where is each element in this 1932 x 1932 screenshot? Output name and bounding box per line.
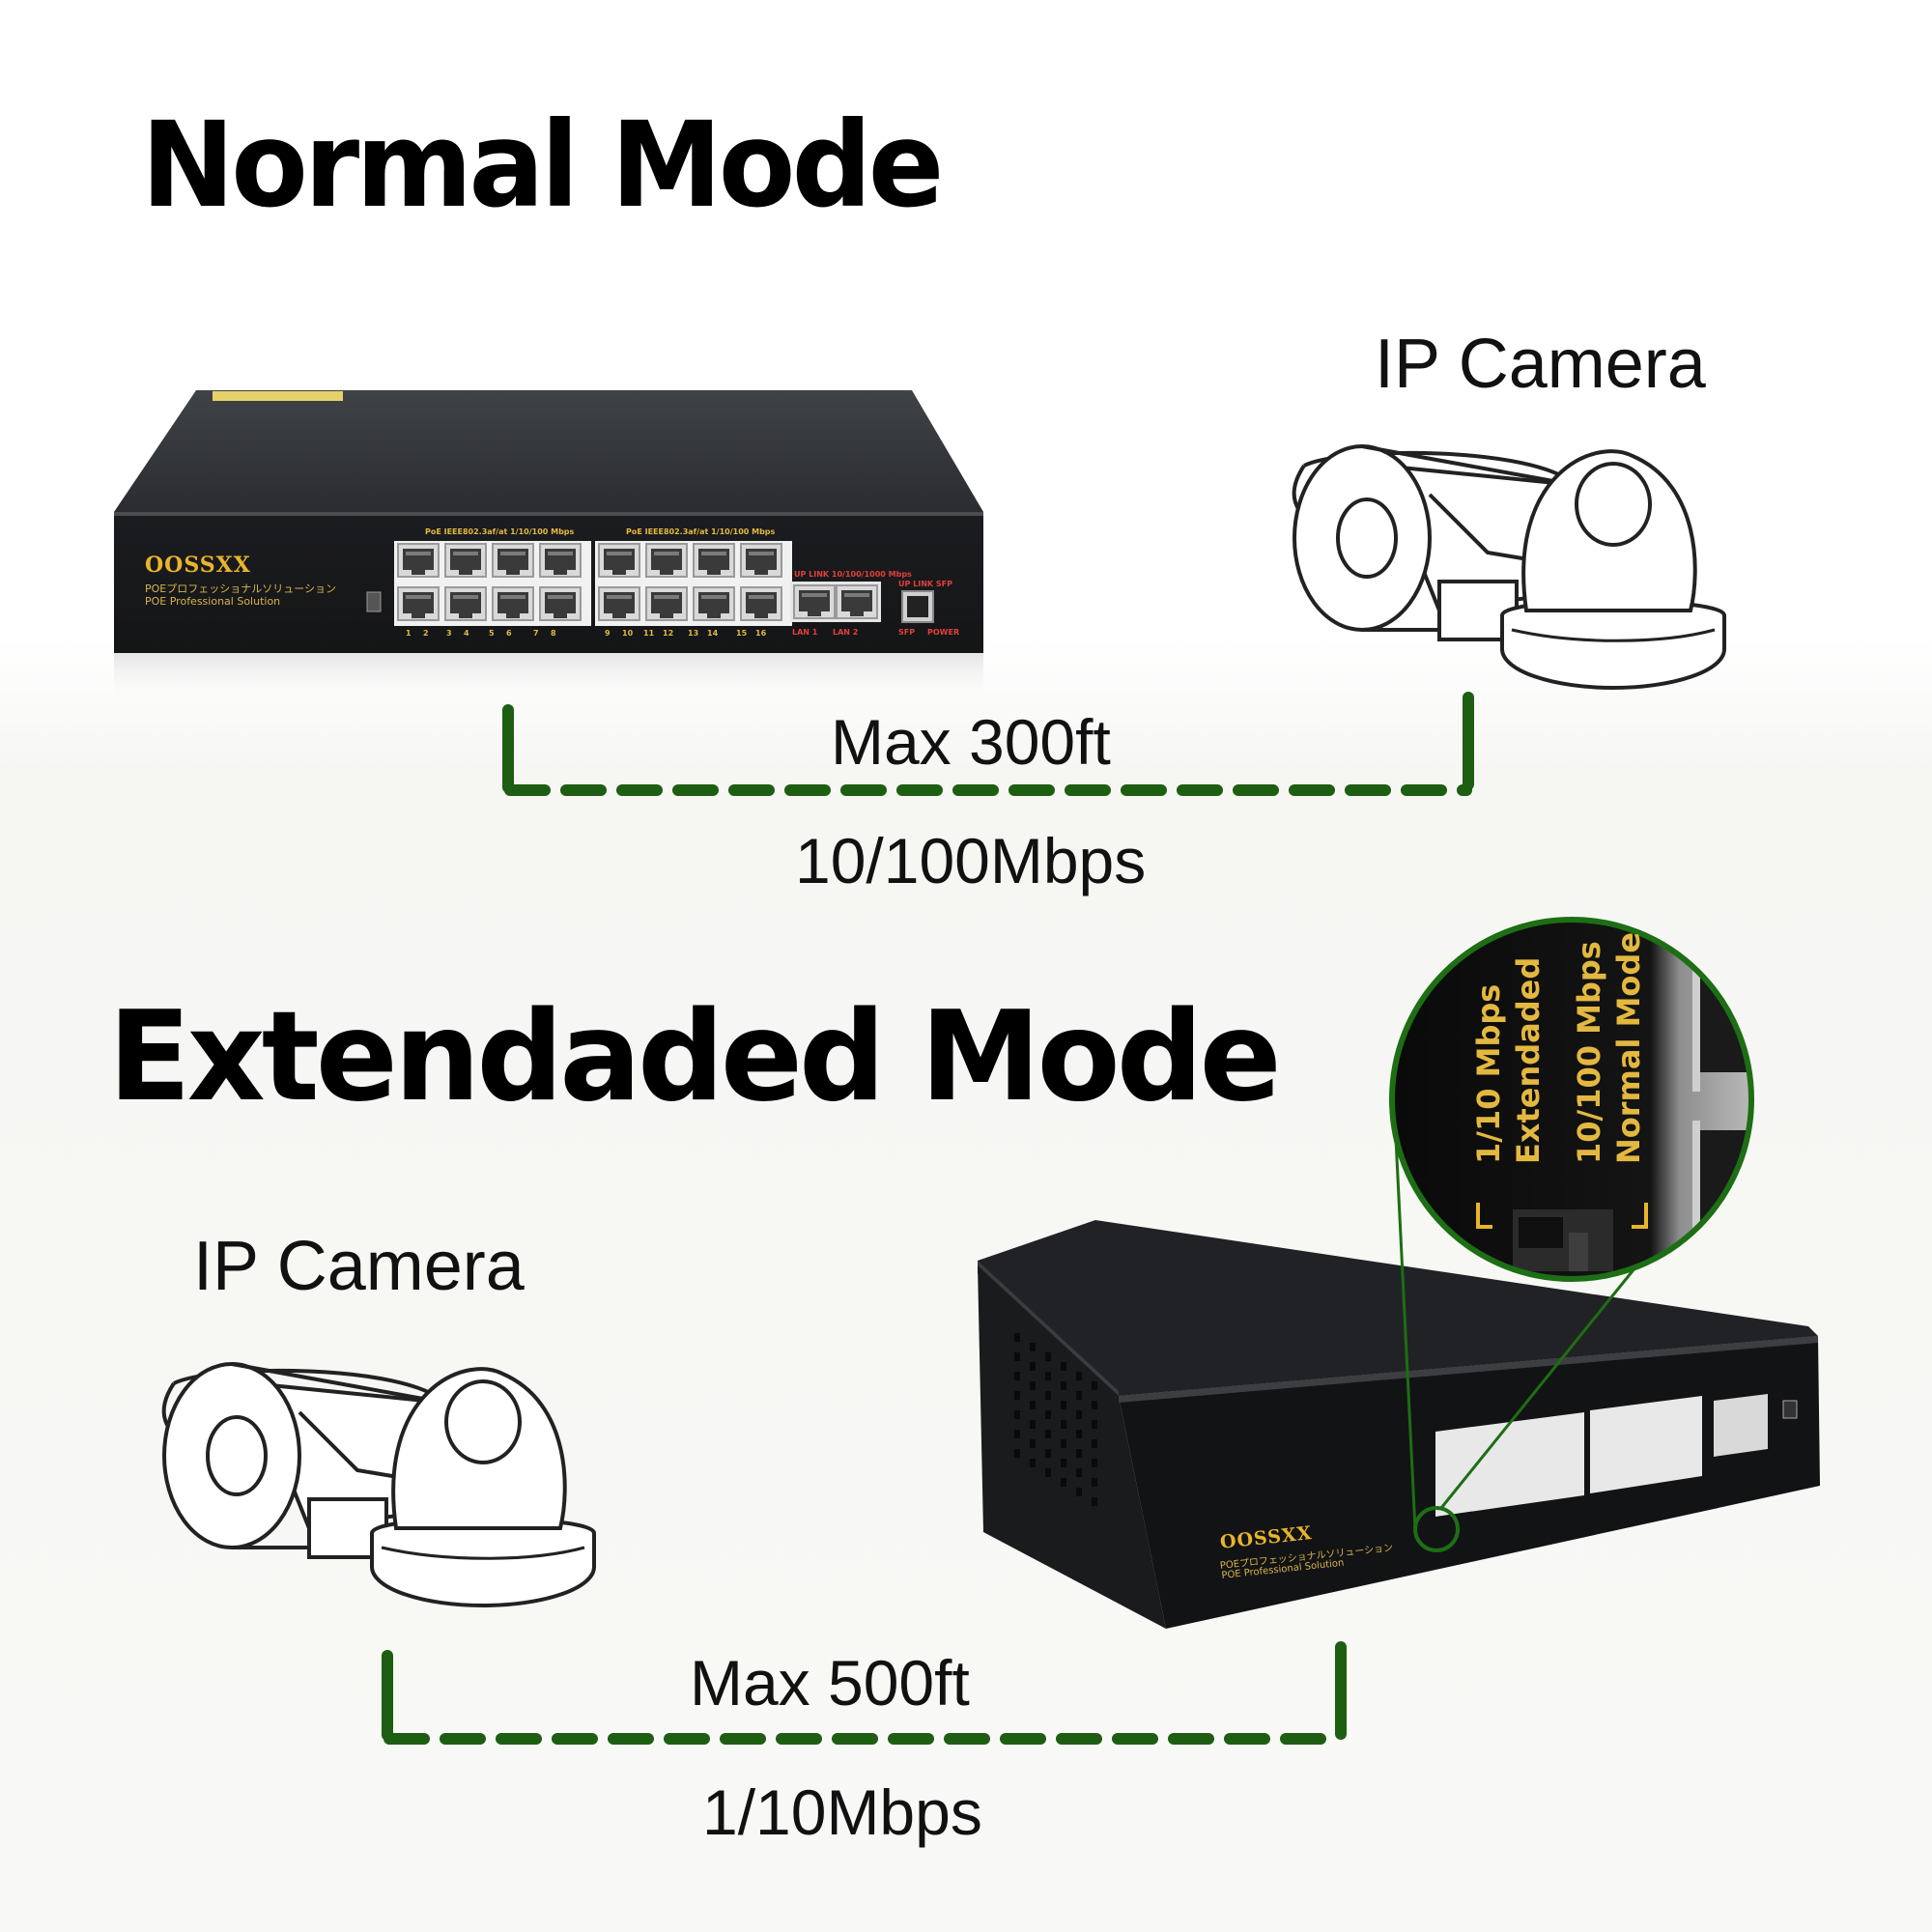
ip-camera-label-normal: IP Camera	[1375, 326, 1706, 403]
poe-ports-group-1	[394, 541, 591, 626]
sfp-port	[901, 590, 934, 623]
port-number: 4	[464, 629, 469, 638]
port-number: 14	[707, 629, 719, 638]
zoom-callout	[1389, 917, 1754, 1282]
cable-extended	[382, 1641, 1347, 1745]
lan-2-label: LAN 2	[833, 628, 859, 637]
port-number: 12	[663, 629, 674, 638]
cable-normal	[502, 692, 1474, 796]
angled-poe-ports	[1435, 1394, 1798, 1517]
power-label: POWER	[927, 628, 960, 637]
switch-subtitle-en: POE Professional Solution	[145, 595, 281, 608]
ip-camera-drawing-2	[161, 1362, 596, 1607]
extended-max-distance: Max 500ft	[690, 1647, 970, 1719]
normal-max-distance: Max 300ft	[831, 706, 1111, 778]
port-number: 7	[533, 629, 539, 638]
poe-switch-angled	[978, 1098, 1820, 1629]
poe-group-1-label: PoE IEEE802.3af/at 1/10/100 Mbps	[425, 527, 575, 536]
sfp-label: SFP	[898, 628, 916, 637]
normal-speed: 10/100Mbps	[795, 825, 1147, 896]
port-number: 8	[551, 629, 556, 638]
port-number: 5	[489, 629, 495, 638]
zoom-label-1-10-mbps: 1/10 Mbps	[1470, 983, 1507, 1164]
poe-ports-group-2	[595, 541, 792, 626]
uplink-sfp-label: UP LINK SFP	[898, 580, 952, 588]
port-number: 16	[755, 629, 767, 638]
extended-speed: 1/10Mbps	[702, 1776, 982, 1848]
uplink-lan-label: UP LINK 10/100/1000 Mbps	[794, 570, 912, 579]
uplink-lan-ports	[790, 582, 881, 622]
ip-camera-label-extended: IP Camera	[193, 1228, 525, 1305]
lan-1-label: LAN 1	[792, 628, 818, 637]
poe-group-2-label: PoE IEEE802.3af/at 1/10/100 Mbps	[626, 527, 776, 536]
switch-subtitle-jp: POEプロフェッショナルソリューション	[145, 582, 337, 595]
normal-mode-title: Normal Mode	[141, 97, 944, 234]
zoom-label-normal-mode: Normal Mode	[1610, 931, 1647, 1164]
port-number: 3	[446, 629, 452, 638]
port-number: 13	[688, 629, 699, 638]
extended-mode-title: Extendaded Mode	[108, 985, 1282, 1129]
port-number: 10	[622, 629, 634, 638]
poe-switch-front	[114, 390, 983, 703]
vent-holes	[1014, 1333, 1097, 1506]
port-number: 6	[506, 629, 512, 638]
port-number: 11	[643, 629, 655, 638]
port-number: 2	[423, 629, 429, 638]
ip-camera-drawing-1	[1292, 444, 1726, 690]
zoom-label-extendaded: Extendaded	[1510, 956, 1547, 1164]
zoom-label-10-100-mbps: 10/100 Mbps	[1571, 941, 1607, 1164]
switch-brand-logo: OOSSXX	[145, 553, 251, 578]
port-number: 1	[406, 629, 412, 638]
port-number: 15	[736, 629, 748, 638]
port-number: 9	[605, 629, 611, 638]
